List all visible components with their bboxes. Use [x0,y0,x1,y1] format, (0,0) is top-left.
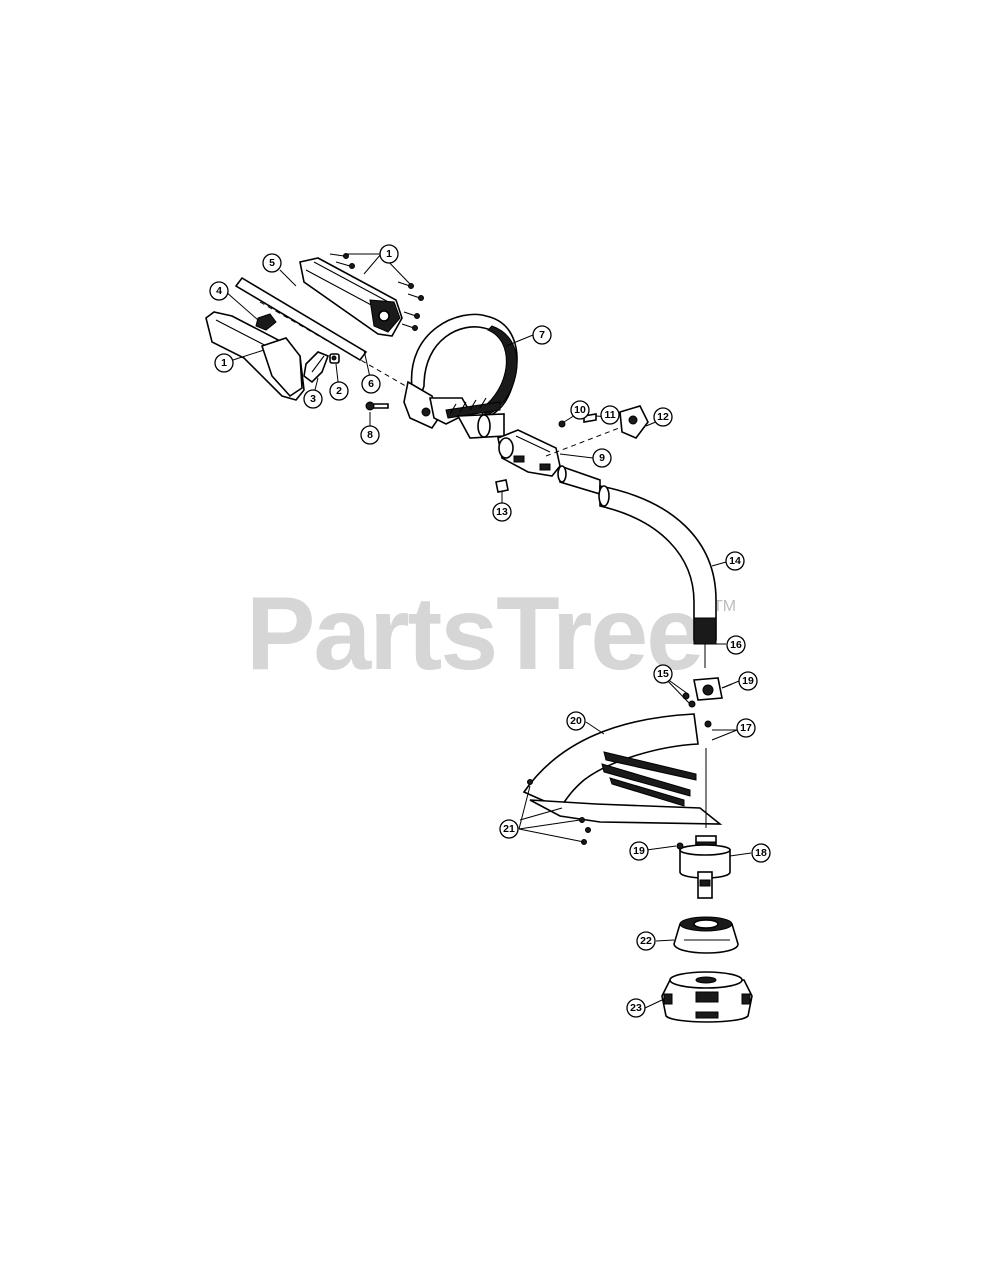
callout-part-21[interactable]: 21 [499,819,519,839]
callout-label: 10 [574,404,586,416]
callout-part-15[interactable]: 15 [653,664,673,684]
callout-part-22[interactable]: 22 [636,931,656,951]
callout-part-10[interactable]: 10 [570,400,590,420]
callout-part-18[interactable]: 18 [751,843,771,863]
callout-label: 19 [742,675,754,687]
guard-mount-part [682,644,733,744]
coupler-part [495,405,649,493]
callout-label: 16 [730,639,742,651]
assist-handle-part [403,313,518,439]
callout-part-5[interactable]: 5 [262,253,282,273]
callout-part-14[interactable]: 14 [725,551,745,571]
callout-part-12[interactable]: 12 [653,407,673,427]
callout-label: 12 [657,411,669,423]
callout-label: 3 [310,393,316,405]
callout-label: 4 [216,285,222,297]
callout-label: 23 [630,1002,642,1014]
grass-guard-part [519,713,723,845]
callout-label: 13 [496,506,508,518]
small-parts [255,313,389,411]
callout-part-8[interactable]: 8 [360,425,380,445]
callout-label: 9 [599,452,605,464]
callout-part-1-lower[interactable]: 1 [214,353,234,373]
callout-label: 8 [367,429,373,441]
callout-label: 19 [633,845,645,857]
callout-label: 17 [740,722,752,734]
spool-retainer-part [673,916,739,954]
callout-label: 18 [755,847,767,859]
callout-part-17[interactable]: 17 [736,718,756,738]
callout-part-9[interactable]: 9 [592,448,612,468]
callout-part-4[interactable]: 4 [209,281,229,301]
partstree-watermark: PartsTree [246,576,704,692]
callout-label: 2 [336,385,342,397]
callout-part-2[interactable]: 2 [329,381,349,401]
callout-part-6[interactable]: 6 [361,374,381,394]
callout-part-20[interactable]: 20 [566,711,586,731]
callout-label: 22 [640,935,652,947]
trimmer-head-part [661,971,753,1023]
callout-part-19-lower[interactable]: 19 [629,841,649,861]
callout-label: 11 [604,409,615,421]
throttle-rod-part [234,276,417,393]
callout-label: 15 [657,668,669,680]
callout-label: 1 [386,248,392,260]
callout-label: 1 [221,357,227,369]
callout-part-19-upper[interactable]: 19 [738,671,758,691]
callout-part-16[interactable]: 16 [726,635,746,655]
callout-label: 7 [539,329,545,341]
callout-part-3[interactable]: 3 [303,389,323,409]
callout-bubbles: 1 5 4 1 3 2 6 8 7 10 11 12 9 13 14 16 15… [209,244,771,1018]
leader-lines [224,253,752,1009]
callout-label: 14 [729,555,741,567]
callout-label: 20 [570,715,582,727]
callout-label: 21 [503,823,515,835]
trademark-mark: TM [713,598,737,615]
callout-part-11[interactable]: 11 [600,405,620,425]
callout-part-13[interactable]: 13 [492,502,512,522]
callout-label: 6 [368,378,374,390]
gear-head-part [676,748,731,899]
shaft-tube-part [557,464,717,645]
callout-part-23[interactable]: 23 [626,998,646,1018]
callout-part-1-upper[interactable]: 1 [379,244,399,264]
callout-label: 5 [269,257,275,269]
lower-housing-part [205,311,305,401]
upper-housing-part [299,253,424,337]
callout-part-7[interactable]: 7 [532,325,552,345]
